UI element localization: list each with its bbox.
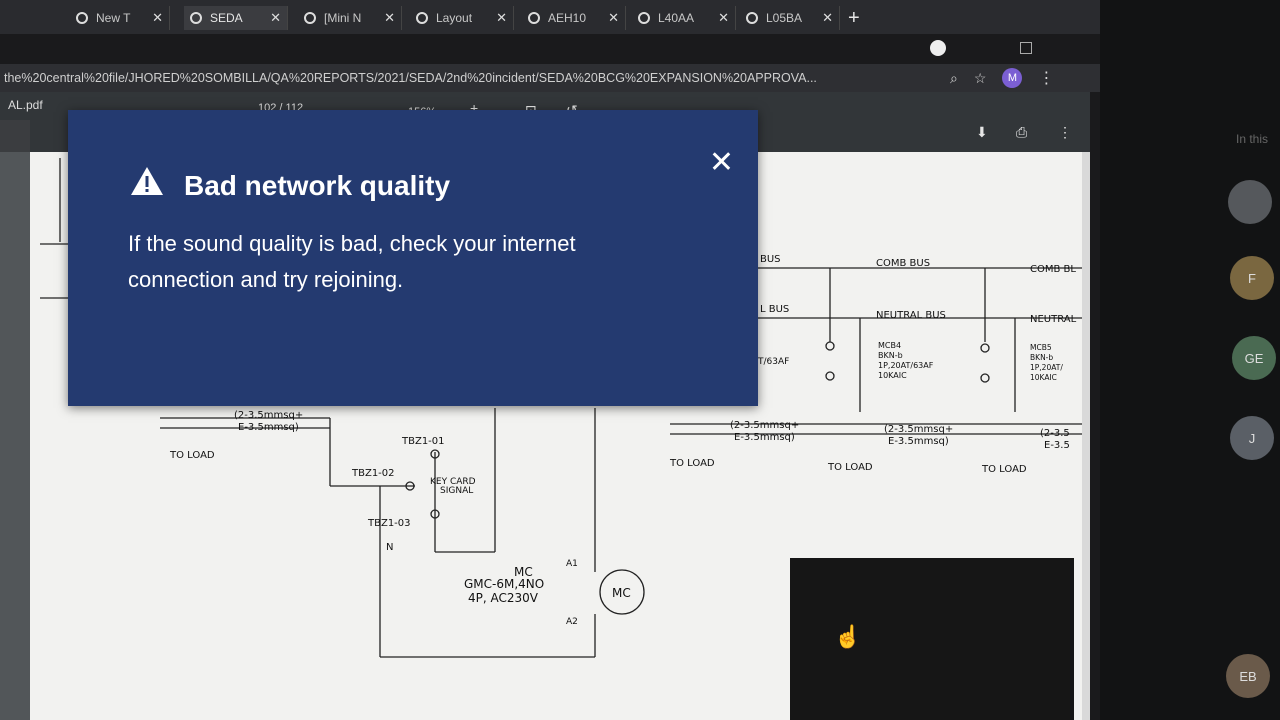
menu-icon[interactable]: ⋮ — [1038, 70, 1055, 87]
toast-title: Bad network quality — [184, 170, 451, 201]
bus-label: COMB BUS — [876, 258, 930, 269]
print-icon[interactable]: ⎙ — [1016, 124, 1028, 140]
toast-message: If the sound quality is bad, check your … — [128, 231, 576, 292]
bookmark-star-icon[interactable]: ☆ — [973, 69, 987, 86]
terminal-label: TBZ1-02 — [351, 468, 395, 479]
new-tab-button[interactable]: + — [848, 7, 860, 29]
video-thumbnail[interactable]: ☝ — [790, 558, 1074, 720]
warning-icon — [131, 167, 163, 195]
terminal-label: A1 — [566, 559, 578, 569]
breaker-label: T/63AF — [757, 357, 789, 367]
pdf-file-name: AL.pdf — [8, 98, 43, 112]
url-text[interactable]: the%20central%20file/JHORED%20SOMBILLA/Q… — [4, 71, 817, 85]
breaker-label: BKN-b — [878, 351, 903, 360]
globe-icon — [746, 12, 758, 24]
tab-label: New T — [96, 11, 131, 25]
cable-label: E-3.5 — [1044, 440, 1070, 451]
globe-icon — [638, 12, 650, 24]
terminal-label: A2 — [566, 617, 578, 627]
download-icon[interactable]: ⬇ — [976, 124, 988, 140]
tab-l05ba[interactable]: L05BA ✕ — [740, 6, 840, 30]
contactor-label: GMC-6M,4NO — [464, 577, 544, 591]
sidebar-label: In this — [1236, 132, 1269, 146]
tab-label: Layout — [436, 11, 473, 25]
cable-label: (2-3.5mmsq+ — [884, 424, 953, 435]
cable-label: E-3.5mmsq) — [238, 422, 299, 433]
globe-icon — [528, 12, 540, 24]
close-icon[interactable]: ✕ — [152, 10, 163, 25]
wiring-schematic: BUS COMB BUS COMB BL L BUS NEUTRAL BUS N… — [40, 158, 1082, 658]
breaker-label: 10KAIC — [878, 371, 907, 380]
close-icon[interactable]: ✕ — [608, 10, 619, 25]
breaker-label: 1P,20AT/ — [1030, 363, 1063, 372]
cable-label: (2-3.5mmsq+ — [234, 410, 303, 421]
participant-avatar[interactable]: EB — [1226, 654, 1270, 698]
restore-window-icon[interactable] — [1020, 42, 1032, 54]
tab-label: [Mini N — [324, 11, 362, 25]
zoom-in-icon[interactable]: + — [470, 100, 479, 116]
tab-aeh10[interactable]: AEH10 ✕ — [522, 6, 626, 30]
tab-strip: New T ✕ SEDA ✕ [Mini N ✕ Layout ✕ AEH10 … — [0, 0, 1280, 34]
load-label: TO LOAD — [169, 450, 215, 461]
close-icon[interactable]: ✕ — [496, 10, 507, 25]
breaker-label: 10KAIC — [1030, 373, 1057, 382]
scrollbar[interactable] — [1082, 152, 1090, 720]
tab-new-tab[interactable]: New T ✕ — [70, 6, 170, 30]
breaker-label: BKN-b — [1030, 353, 1053, 362]
terminal-label: TBZ1-03 — [367, 518, 411, 529]
tab-label: L40AA — [658, 11, 695, 25]
tab-l40aa[interactable]: L40AA ✕ — [632, 6, 736, 30]
more-options-icon[interactable]: ⋮ — [1058, 124, 1072, 140]
bus-label: COMB BL — [1030, 264, 1076, 275]
neutral-label: N — [386, 542, 393, 553]
tab-label: AEH10 — [548, 11, 587, 25]
load-label: TO LOAD — [827, 462, 873, 473]
bus-label: NEUTRAL BUS — [876, 310, 946, 321]
contactor-coil-label: MC — [612, 586, 631, 600]
close-icon[interactable]: ✕ — [822, 10, 833, 25]
cable-label: E-3.5mmsq) — [734, 432, 795, 443]
hand-cursor-icon: ☝ — [834, 624, 862, 649]
zoom-icon[interactable]: ⌕ — [950, 69, 958, 86]
cable-label: E-3.5mmsq) — [888, 436, 949, 447]
globe-icon — [304, 12, 316, 24]
close-icon[interactable]: ✕ — [270, 10, 281, 25]
contactor-label: 4P, AC230V — [468, 591, 539, 605]
network-quality-toast: ✕ Bad network quality If the sound quali… — [68, 110, 758, 406]
tab-layout[interactable]: Layout ✕ — [410, 6, 514, 30]
close-icon[interactable]: ✕ — [384, 10, 395, 25]
profile-icon[interactable] — [930, 40, 946, 56]
participant-avatar[interactable]: GE — [1232, 336, 1276, 380]
close-icon[interactable]: ✕ — [718, 10, 729, 25]
address-bar[interactable]: the%20central%20file/JHORED%20SOMBILLA/Q… — [0, 64, 1100, 92]
bus-label: L BUS — [760, 304, 789, 315]
globe-icon — [76, 12, 88, 24]
globe-icon — [416, 12, 428, 24]
globe-icon — [190, 12, 202, 24]
bus-label: BUS — [760, 254, 781, 265]
participant-avatar[interactable]: F — [1230, 256, 1274, 300]
contactor-label: MC — [514, 565, 533, 579]
tab-label: SEDA — [210, 11, 243, 25]
bus-label: NEUTRAL — [1030, 314, 1077, 325]
load-label: TO LOAD — [669, 458, 715, 469]
breaker-label: MCB5 — [1030, 343, 1052, 352]
key-card-label: SIGNAL — [440, 486, 473, 496]
load-label: TO LOAD — [981, 464, 1027, 475]
breaker-label: MCB4 — [878, 341, 901, 350]
tab-mini[interactable]: [Mini N ✕ — [298, 6, 402, 30]
close-icon[interactable]: ✕ — [708, 146, 734, 179]
breaker-label: 1P,20AT/63AF — [878, 361, 934, 370]
tab-label: L05BA — [766, 11, 803, 25]
key-card-label: KEY CARD — [430, 477, 476, 487]
cable-label: (2-3.5mmsq+ — [730, 420, 799, 431]
cable-label: (2-3.5 — [1040, 428, 1070, 439]
avatar[interactable]: M — [1002, 68, 1023, 88]
tab-seda[interactable]: SEDA ✕ — [184, 6, 288, 30]
terminal-label: TBZ1-01 — [401, 436, 445, 447]
participant-avatar[interactable]: J — [1230, 416, 1274, 460]
participant-avatar[interactable] — [1228, 180, 1272, 224]
